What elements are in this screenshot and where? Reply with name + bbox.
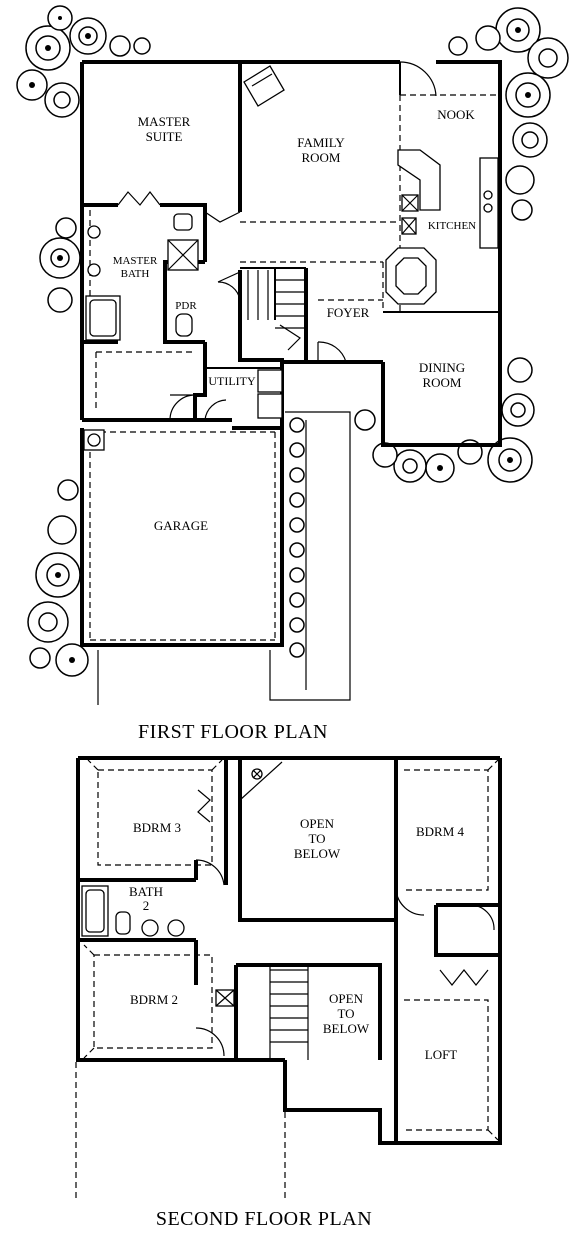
fireplace-icon	[243, 65, 285, 107]
bathtub-icon	[85, 295, 121, 341]
nook-label: NOOK	[437, 107, 475, 122]
shower-icon	[167, 239, 199, 271]
bath2-sinks-icon	[115, 911, 185, 937]
landscaping-shrubs	[16, 5, 569, 677]
fan-icon	[251, 768, 263, 780]
second-floor-fixtures	[81, 761, 283, 937]
utility-label: UTILITY	[208, 374, 256, 388]
pdr-label: PDR	[175, 300, 197, 312]
kitchen-island	[385, 247, 437, 305]
first-floor-fixtures	[83, 65, 499, 451]
garage-label: GARAGE	[154, 518, 208, 533]
bdrm2-label: BDRM 2	[130, 992, 178, 1007]
sinks-icon	[87, 213, 193, 337]
second-floor-stairs	[215, 965, 309, 1060]
kitchen-label: KITCHEN	[428, 220, 476, 232]
second-floor-walls	[76, 756, 502, 1145]
bathtub-icon	[81, 885, 109, 937]
loft-label: LOFT	[425, 1047, 458, 1062]
second-floor-title: SECOND FLOOR PLAN	[156, 1208, 372, 1230]
second-floor-doors	[195, 789, 495, 1057]
walkway	[97, 411, 351, 705]
first-floor-doors	[117, 61, 437, 421]
first-floor-walls	[80, 60, 502, 647]
water-heater-icon	[83, 429, 105, 451]
foyer-label: FOYER	[327, 305, 370, 320]
second-floor-dashed-lines	[75, 759, 499, 1200]
washer-dryer-icon	[257, 369, 283, 419]
first-floor-title: FIRST FLOOR PLAN	[138, 721, 328, 743]
kitchen-counter	[397, 149, 499, 249]
first-floor-stairs	[240, 267, 306, 351]
bdrm4-label: BDRM 4	[416, 824, 465, 839]
bdrm3-label: BDRM 3	[133, 820, 181, 835]
